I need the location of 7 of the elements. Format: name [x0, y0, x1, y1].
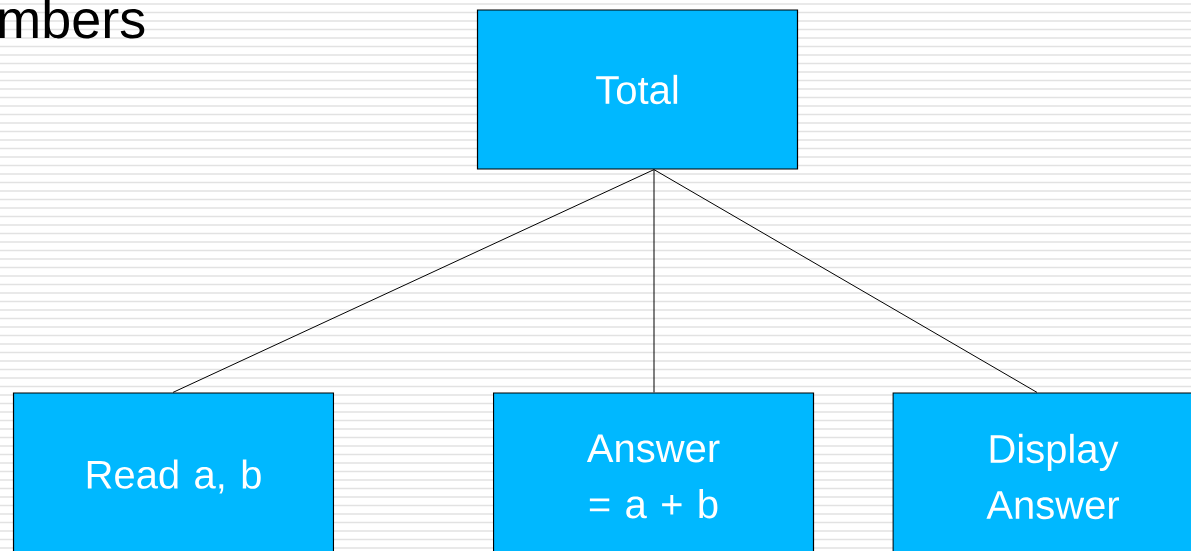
connector-line	[653, 169, 655, 393]
connector-line	[172, 169, 655, 393]
process-box: Total	[476, 9, 799, 170]
process-box: Answer = a + b	[492, 392, 815, 551]
process-box: Read a, b	[12, 392, 335, 551]
process-box: Display Answer	[892, 392, 1191, 551]
connector-line	[653, 169, 1038, 393]
